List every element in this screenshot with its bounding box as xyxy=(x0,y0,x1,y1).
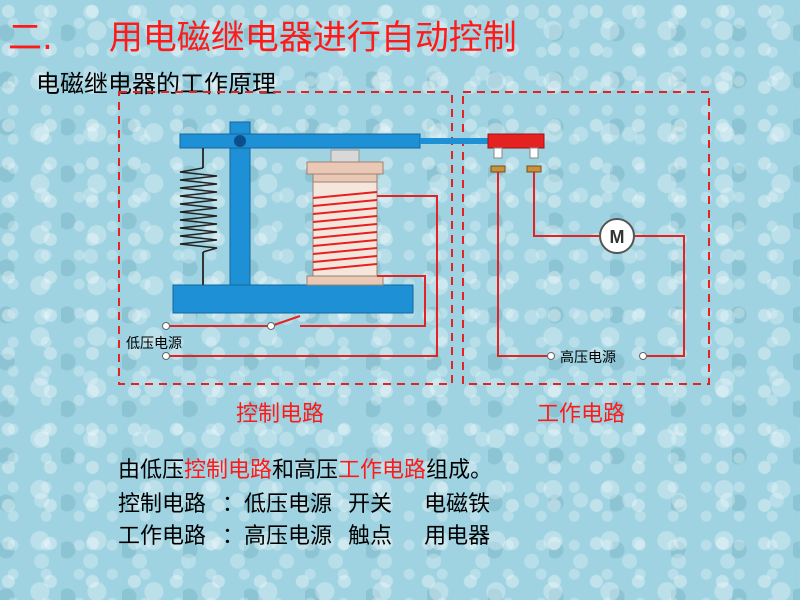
coil-icon xyxy=(312,191,378,271)
control-wire-1 xyxy=(166,195,438,357)
switch-blade xyxy=(270,315,301,327)
motor-icon xyxy=(599,218,635,254)
motor-label: M xyxy=(610,227,625,247)
control-circuit-box xyxy=(118,91,453,385)
armature-extension xyxy=(420,138,490,144)
work-circuit-box xyxy=(462,91,710,385)
title-text: 用电磁继电器进行自动控制 xyxy=(108,18,517,58)
page-title: 二. 用电磁继电器进行自动控制 xyxy=(8,10,517,59)
terminal-icon xyxy=(162,352,170,360)
high-voltage-label: 高压电源 xyxy=(560,349,616,366)
control-circuit-label: 控制电路 xyxy=(236,402,325,427)
switch-pivot-icon xyxy=(267,322,275,330)
work-circuit-label: 工作电路 xyxy=(537,402,626,427)
relay-post xyxy=(229,121,251,286)
static-contact-icon xyxy=(526,165,542,173)
summary-line-3: 工作电路：高压电源触点用电器 xyxy=(118,524,491,549)
pivot-icon xyxy=(234,135,246,147)
work-wire-3 xyxy=(634,235,685,357)
control-wire-2 xyxy=(300,275,426,327)
static-contact-icon xyxy=(490,165,506,173)
terminal-icon xyxy=(162,322,170,330)
relay-base xyxy=(172,284,414,314)
spring-icon xyxy=(179,167,218,253)
work-wire-2 xyxy=(533,172,600,237)
work-wire-1 xyxy=(497,172,551,357)
section-subtitle: 电磁继电器的工作原理 xyxy=(36,70,276,98)
summary-line-2: 控制电路：低压电源开关电磁铁 xyxy=(118,492,491,517)
terminal-icon xyxy=(639,352,647,360)
terminal-icon xyxy=(547,352,555,360)
low-voltage-label: 低压电源 xyxy=(126,336,182,352)
moving-contact xyxy=(487,133,545,149)
armature xyxy=(179,133,421,149)
summary-line-1: 由低压控制电路和高压工作电路组成。 xyxy=(118,458,493,483)
title-number: 二. xyxy=(8,18,53,58)
